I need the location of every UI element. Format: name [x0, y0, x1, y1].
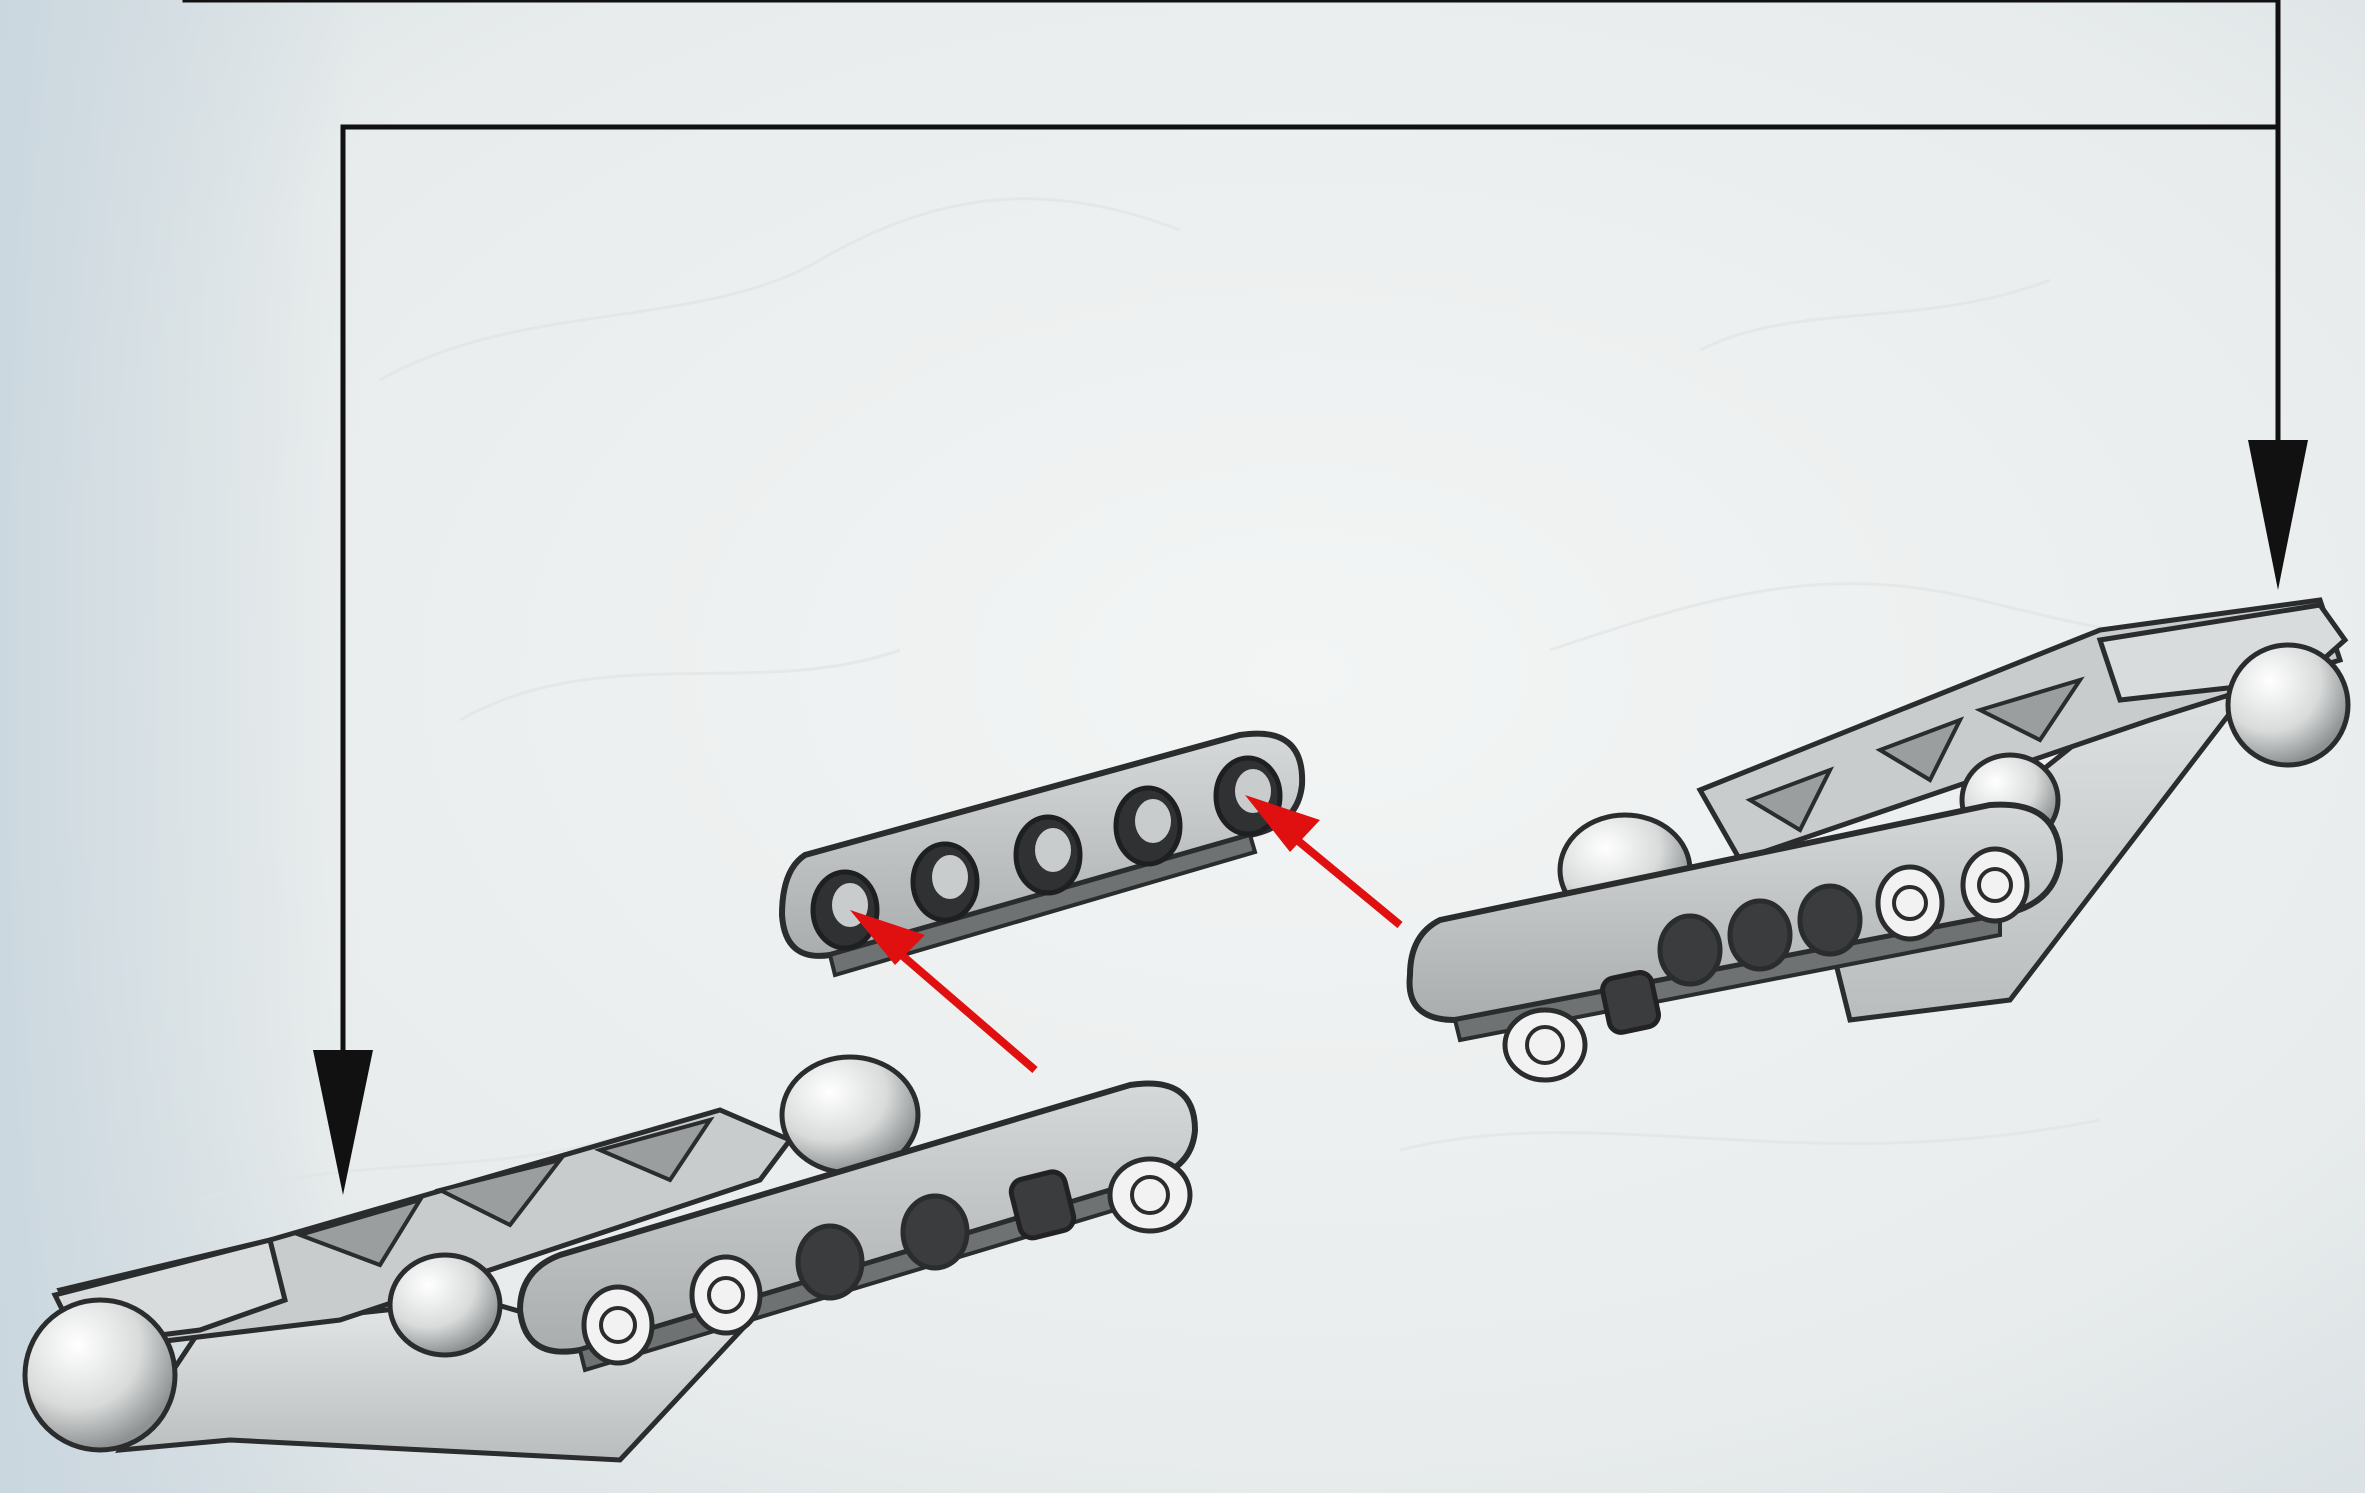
ball-joint: [2228, 645, 2348, 765]
ball-joint: [25, 1300, 175, 1450]
